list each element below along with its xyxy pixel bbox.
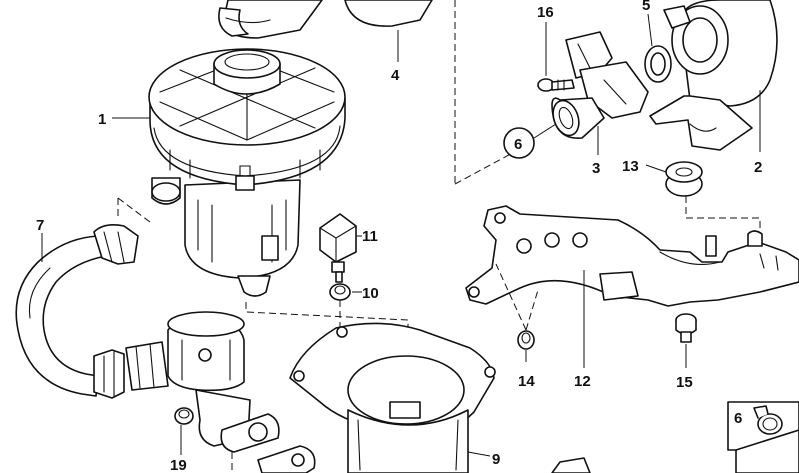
callout-5[interactable]: 5 <box>642 0 650 14</box>
bracket-part-12[interactable] <box>465 205 799 307</box>
seal-ring-part-5[interactable] <box>644 45 672 83</box>
dash-line-pump-hose <box>117 197 151 223</box>
bolt-part-15[interactable] <box>675 313 697 343</box>
valve-part-3[interactable] <box>549 31 649 139</box>
callout-13[interactable]: 13 <box>622 158 639 175</box>
check-valve-assembly[interactable] <box>125 311 280 453</box>
callout-11[interactable]: 11 <box>362 228 378 245</box>
callout-9[interactable]: 9 <box>492 451 500 468</box>
nut-part-14[interactable] <box>517 330 535 350</box>
gasket-lower[interactable] <box>257 445 316 473</box>
leader-line-9 <box>467 451 491 457</box>
group-frame-line-2 <box>454 149 519 185</box>
callout-12[interactable]: 12 <box>574 373 591 390</box>
leader-line-13 <box>645 164 667 173</box>
callout-15[interactable]: 15 <box>676 374 693 391</box>
leader-line-5 <box>647 13 653 47</box>
callout-6: 6 <box>514 136 522 153</box>
hose-part-4[interactable] <box>218 0 433 39</box>
grommet-part-13[interactable] <box>665 161 703 197</box>
callout-1[interactable]: 1 <box>98 111 106 128</box>
callout-19[interactable]: 19 <box>170 457 187 473</box>
callout-4[interactable]: 4 <box>391 67 400 84</box>
callout-6-badge[interactable]: 6 <box>503 127 535 159</box>
nut-part-10[interactable] <box>329 283 351 301</box>
callout-10[interactable]: 10 <box>362 285 379 302</box>
callout-7[interactable]: 7 <box>36 217 44 234</box>
bracket-part-9[interactable] <box>289 322 496 473</box>
callout-3[interactable]: 3 <box>592 160 600 177</box>
dash-line-pump-bracket <box>245 302 409 388</box>
callout-2[interactable]: 2 <box>754 159 762 176</box>
hose-clamp-icon <box>753 405 783 435</box>
clip-part-bottom[interactable] <box>551 457 591 473</box>
valve-housing-part-2[interactable] <box>649 0 778 151</box>
dash-line-13 <box>685 196 761 232</box>
hose-part-7[interactable] <box>15 224 139 399</box>
callout-14[interactable]: 14 <box>518 373 535 390</box>
nut-part-19[interactable] <box>174 407 194 425</box>
leader-line-6 <box>533 123 557 139</box>
legend-callout-6: 6 <box>734 410 742 427</box>
sensor-part-11[interactable] <box>319 213 357 283</box>
air-pump-part-1[interactable] <box>148 48 346 297</box>
dash-line-14 <box>495 263 539 331</box>
legend-box[interactable]: 6 <box>727 401 799 473</box>
screw-part-16[interactable] <box>537 78 575 92</box>
callout-16[interactable]: 16 <box>537 4 554 21</box>
